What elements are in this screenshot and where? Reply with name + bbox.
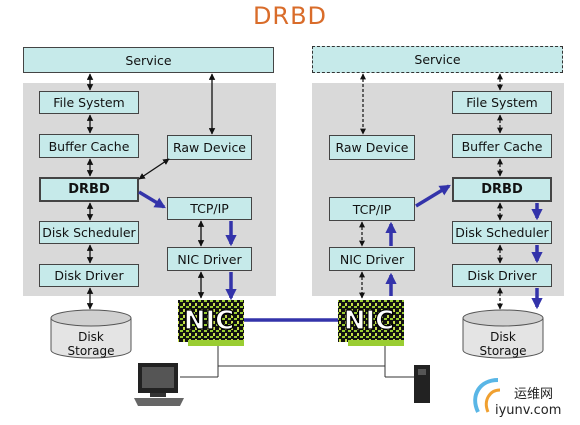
right-control-arrows: [359, 73, 503, 310]
left-buffer-cache-box: Buffer Cache: [39, 134, 139, 158]
right-nic-card: NIC: [338, 300, 404, 346]
left-disk-scheduler-box: Disk Scheduler: [39, 221, 139, 244]
right-file-system-box: File System: [452, 91, 552, 114]
watermark-cn: 运维网: [514, 387, 554, 402]
watermark-logo: [473, 378, 501, 413]
left-disk-storage: [50, 309, 132, 359]
network-lines: [180, 346, 420, 378]
right-nic-label: NIC: [344, 306, 395, 336]
right-buffer-cache-box: Buffer Cache: [452, 134, 552, 158]
watermark-url: iyunv.com: [495, 403, 562, 418]
left-control-arrows: [86, 73, 216, 310]
right-disk-label-line2: Storage: [479, 344, 527, 358]
right-nic-driver-box: NIC Driver: [329, 247, 415, 271]
right-service-box: Service: [312, 46, 563, 73]
left-drbd-box: DRBD: [39, 177, 139, 202]
replication-flow-arrows: [138, 184, 543, 322]
left-tcp-ip-box: TCP/IP: [167, 197, 252, 220]
left-disk-label-line1: Disk: [78, 330, 104, 344]
left-disk-driver-box: Disk Driver: [39, 264, 139, 287]
left-nic-card: NIC: [178, 300, 244, 346]
left-disk-label-line2: Storage: [67, 344, 115, 358]
left-file-system-box: File System: [39, 91, 139, 114]
right-raw-device-box: Raw Device: [329, 135, 415, 160]
left-service-box: Service: [23, 47, 274, 73]
left-client-computer-icon: [134, 363, 184, 406]
left-nic-label: NIC: [184, 306, 235, 336]
right-client-computer-icon: [414, 365, 430, 403]
left-raw-device-box: Raw Device: [167, 135, 252, 160]
diagram-title: DRBD: [252, 2, 328, 30]
right-disk-scheduler-box: Disk Scheduler: [452, 221, 552, 244]
right-disk-label-line1: Disk: [490, 330, 516, 344]
right-disk-storage: [462, 309, 544, 359]
right-drbd-box: DRBD: [452, 177, 552, 202]
left-nic-driver-box: NIC Driver: [167, 247, 252, 271]
right-disk-driver-box: Disk Driver: [452, 264, 552, 287]
right-tcp-ip-box: TCP/IP: [329, 197, 415, 221]
